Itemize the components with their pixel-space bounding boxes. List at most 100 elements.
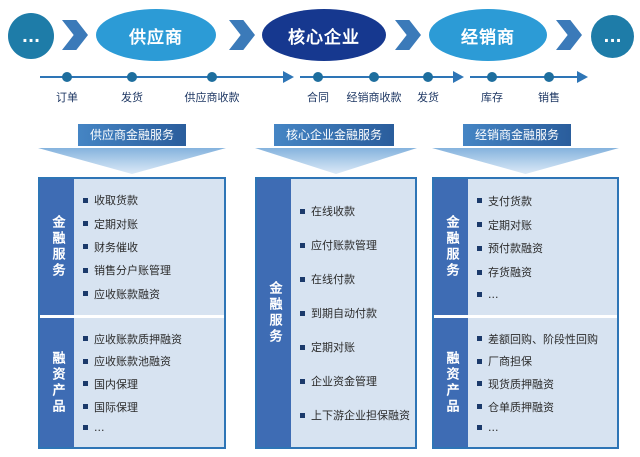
timeline-arrowhead-icon: [577, 71, 588, 83]
flow-node-right-label: ...: [603, 27, 622, 46]
timeline-dot: [62, 72, 72, 82]
list-item: 应付账款管理: [300, 237, 413, 253]
timeline-dot: [369, 72, 379, 82]
list-item: ...: [83, 421, 222, 434]
column-core-enterprise: 金融服务 在线收款 应付账款管理 在线付款 到期自动付款 定期对账 企业资金管理…: [255, 177, 417, 449]
item-label: 应收账款质押融资: [94, 332, 182, 346]
item-label: 差额回购、阶段性回购: [488, 332, 598, 346]
timeline-dot: [423, 72, 433, 82]
timeline-label: 销售: [538, 91, 560, 104]
timeline-label: 库存: [481, 91, 503, 104]
section-title: 金融服务: [443, 215, 459, 279]
chevron-right-icon: [62, 20, 88, 50]
item-label: 上下游企业担保融资: [311, 409, 410, 422]
item-label: 在线收款: [311, 205, 355, 218]
bullet-square-icon: [83, 358, 88, 364]
down-arrow-icon: [432, 148, 619, 174]
list-item: 定期对账: [83, 216, 222, 232]
timeline-label: 供应商收款: [184, 91, 240, 104]
list-item: 收取货款: [83, 192, 222, 208]
timeline-line: [470, 76, 577, 78]
banner-distributor-finance: 经销商金融服务: [462, 124, 572, 146]
bullet-square-icon: [300, 344, 305, 350]
item-label: ...: [488, 288, 499, 302]
banner-supplier-finance: 供应商金融服务: [77, 124, 187, 146]
list-item: 国际保理: [83, 399, 222, 415]
item-label: 应收账款池融资: [94, 355, 171, 369]
section-sidebar: 金融服务: [40, 179, 74, 315]
section-sidebar: 融资产品: [434, 318, 468, 447]
bullet-square-icon: [83, 267, 88, 273]
banner-core-finance: 核心企业金融服务: [273, 124, 395, 146]
timeline-dot: [544, 72, 554, 82]
list-item: 应收账款融资: [83, 286, 222, 302]
list-item: ...: [477, 421, 615, 434]
bullet-square-icon: [300, 208, 305, 214]
section-sidebar: 融资产品: [40, 318, 74, 447]
item-label: 支付货款: [488, 194, 532, 208]
item-label: 企业资金管理: [311, 375, 377, 388]
section-content: 应收账款质押融资 应收账款池融资 国内保理 国际保理 ...: [74, 318, 224, 447]
bullet-square-icon: [477, 222, 482, 228]
bullet-square-icon: [300, 412, 305, 418]
list-item: 存货融资: [477, 264, 615, 280]
item-label: 在线付款: [311, 273, 355, 286]
section-financing-products: 融资产品 应收账款质押融资 应收账款池融资 国内保理 国际保理 ...: [40, 318, 224, 447]
flow-node-distributor: 经销商: [429, 9, 547, 61]
flow-node-core-enterprise: 核心企业: [262, 9, 386, 61]
section-financing-products: 融资产品 差额回购、阶段性回购 厂商担保 现货质押融资 仓单质押融资 ...: [434, 318, 617, 447]
timeline-label: 订单: [56, 91, 78, 104]
list-item: 定期对账: [477, 217, 615, 233]
item-label: 销售分户账管理: [94, 264, 171, 278]
down-arrow-icon: [255, 148, 417, 174]
item-label: 定期对账: [94, 217, 138, 231]
bullet-square-icon: [477, 336, 482, 342]
section-financial-services: 金融服务 支付货款 定期对账 预付款融资 存货融资 ...: [434, 179, 617, 315]
item-label: ...: [94, 421, 105, 435]
item-label: 定期对账: [311, 341, 355, 354]
bullet-square-icon: [300, 378, 305, 384]
timeline-dot: [127, 72, 137, 82]
section-title: 金融服务: [49, 215, 65, 279]
bullet-square-icon: [477, 425, 482, 431]
item-label: 预付款融资: [488, 242, 543, 256]
timeline-label: 合同: [307, 91, 329, 104]
bullet-square-icon: [477, 381, 482, 387]
timeline-label: 发货: [417, 91, 439, 104]
bullet-square-icon: [477, 245, 482, 251]
flow-node-left: ...: [8, 13, 54, 59]
timeline-label: 经销商收款: [346, 91, 402, 104]
bullet-square-icon: [83, 425, 88, 431]
flow-node-distributor-label: 经销商: [461, 27, 515, 48]
item-label: 厂商担保: [488, 355, 532, 369]
item-label: 现货质押融资: [488, 377, 554, 391]
bullet-square-icon: [477, 269, 482, 275]
bullet-square-icon: [83, 197, 88, 203]
list-item: 销售分户账管理: [83, 262, 222, 278]
item-label: 存货融资: [488, 266, 532, 280]
flow-node-supplier-label: 供应商: [129, 27, 183, 48]
timeline-label: 发货: [121, 91, 143, 104]
list-item: 国内保理: [83, 376, 222, 392]
section-divider: [434, 315, 617, 318]
bullet-square-icon: [300, 276, 305, 282]
list-item: 应收账款质押融资: [83, 331, 222, 347]
list-item: 预付款融资: [477, 240, 615, 256]
item-label: 仓单质押融资: [488, 400, 554, 414]
flow-node-supplier: 供应商: [96, 9, 216, 61]
down-arrow-icon: [38, 148, 226, 174]
timeline-dot: [487, 72, 497, 82]
section-sidebar: 金融服务: [257, 179, 291, 447]
list-item: 定期对账: [300, 339, 413, 355]
section-title: 融资产品: [443, 350, 459, 415]
list-item: 在线付款: [300, 271, 413, 287]
section-divider: [40, 315, 224, 318]
list-item: 到期自动付款: [300, 305, 413, 321]
section-financial-services: 金融服务 在线收款 应付账款管理 在线付款 到期自动付款 定期对账 企业资金管理…: [257, 179, 415, 447]
bullet-square-icon: [477, 292, 482, 298]
list-item: 支付货款: [477, 193, 615, 209]
bullet-square-icon: [300, 242, 305, 248]
item-label: 国内保理: [94, 377, 138, 391]
timeline-dot: [207, 72, 217, 82]
item-label: 到期自动付款: [311, 307, 377, 320]
